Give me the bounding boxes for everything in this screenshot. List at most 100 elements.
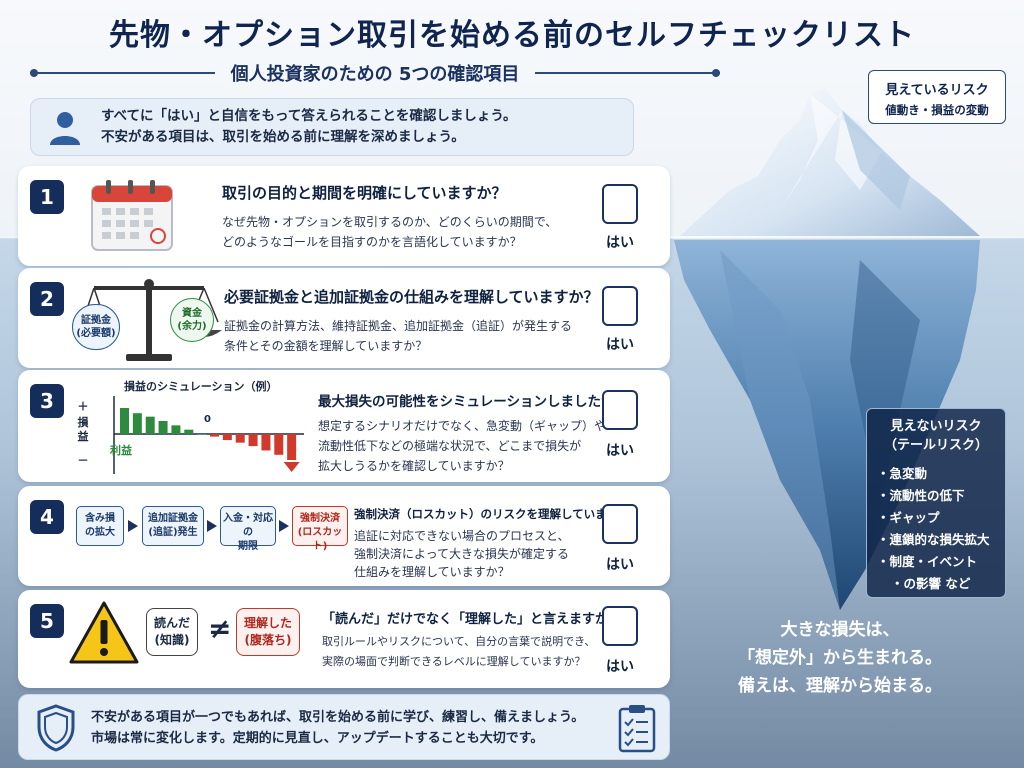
item-desc-1: 取引ルールやリスクについて、自分の言葉で説明でき、 [322, 635, 596, 648]
funds-badge: 資金 (余力) [170, 298, 214, 342]
chart-bar [171, 425, 181, 434]
margin-badge: 証拠金 (必要額) [72, 304, 120, 350]
item-desc-1: なぜ先物・オプションを取引するのか、どのくらいの期間で、 [222, 215, 558, 229]
flow-arrow-icon [128, 520, 138, 532]
shield-icon [37, 704, 75, 752]
subtitle: 個人投資家のための 5つの確認項目 [230, 64, 520, 85]
chart-bar [235, 434, 245, 443]
subtitle-row: 個人投資家のための 5つの確認項目 [30, 60, 721, 86]
clipboard-checklist-icon [618, 705, 656, 753]
chart-y-axis-label: ＋ 損益 － [77, 400, 89, 467]
hidden-risk-title: 見えないリスク [890, 419, 982, 434]
checklist-card-5: 5 読んだ (知識) ≠ 理解した (腹落ち) 「読んだ」だけでなく「理解した」… [18, 590, 670, 688]
hidden-risk-item: 連鎖的な損失拡大 [877, 529, 1005, 551]
chart-bar [145, 416, 155, 434]
checklist-card-2: 2 証拠金 (必要額) 資金 (余力) 必要証拠金と追加証拠金の仕組みを理解して… [18, 268, 670, 368]
item-number: 5 [30, 604, 64, 638]
intro-line-1: すべてに「はい」と自信をもって答えられることを確認しましょう。 [101, 108, 517, 124]
item-desc-2: 流動性低下などの極端な状況で、どこまで損失が [318, 439, 582, 453]
intro-box: すべてに「はい」と自信をもって答えられることを確認しましょう。 不安がある項目は… [30, 98, 634, 156]
item-desc-1: 証拠金の計算方法、維持証拠金、追加証拠金（追証）が発生する [224, 319, 573, 333]
yes-checkbox-4[interactable] [602, 504, 638, 544]
yes-label: はい [606, 235, 634, 251]
checklist-card-1: 1 取引の目的と期間を明確にしていますか？ なぜ先物・オプションを取引するのか、… [18, 166, 670, 266]
item-desc-3: 拡大しうるかを確認していますか？ [318, 459, 510, 473]
yes-label: はい [606, 557, 634, 573]
flow-arrow-icon [207, 520, 217, 532]
chart-bar [197, 434, 207, 435]
item-desc-2: どのようなゴールを目指すのかを言語化していますか？ [222, 235, 522, 249]
understood-badge: 理解した (腹落ち) [236, 608, 300, 656]
hidden-risk-subtitle: （テールリスク） [883, 438, 988, 453]
visible-risk-title: 見えているリスク [885, 83, 989, 98]
yes-checkbox-5[interactable] [602, 606, 638, 646]
intro-line-2: 不安がある項目は、取引を始める前に理解を深めましょう。 [101, 129, 465, 145]
flow-step-4: 強制決済(ロスカット) [292, 506, 348, 552]
yes-checkbox-2[interactable] [602, 286, 638, 326]
chart-down-arrow-icon [283, 462, 300, 472]
subtitle-divider-right [535, 69, 721, 77]
iceberg-illustration [674, 88, 980, 610]
item-desc-3: 仕組みを理解していますか？ [354, 565, 510, 579]
flow-step-2: 追加証拠金(追証)発生 [142, 506, 204, 546]
visible-risk-sub: 値動き・損益の変動 [885, 103, 989, 117]
flow-arrow-icon [279, 520, 289, 532]
item-desc-1: 想定するシナリオだけでなく、急変動（ギャップ）や [318, 419, 607, 433]
hidden-risk-item: 流動性の低下 [877, 485, 1005, 507]
item-number: 3 [30, 384, 64, 418]
item-number: 1 [30, 180, 64, 214]
chart-bar [248, 434, 258, 447]
chart-bar [132, 413, 142, 434]
hidden-risk-item: 急変動 [877, 463, 1005, 485]
item-question: 「読んだ」だけでなく「理解した」と言えますか？ [322, 612, 622, 627]
pnl-bar-chart [113, 396, 304, 474]
read-knowledge-badge: 読んだ (知識) [146, 608, 198, 656]
chart-bar [287, 434, 297, 460]
checklist-card-3: 3 損益のシミュレーション（例） ＋ 損益 － 0 利益 最大損失の可能性をシミ… [18, 370, 670, 482]
footer-line-2: 市場は常に変化します。定期的に見直し、アップデートすることも大切です。 [91, 731, 544, 746]
chart-bar [184, 429, 194, 434]
yes-checkbox-1[interactable] [602, 184, 638, 224]
checklist-card-4: 4 含み損の拡大 追加証拠金(追証)発生 入金・対応の期限 強制決済(ロスカット… [18, 486, 670, 586]
footer-line-1: 不安がある項目が一つでもあれば、取引を始める前に学び、練習し、備えましょう。 [91, 710, 585, 725]
item-number: 2 [30, 282, 64, 316]
yes-label: はい [606, 337, 634, 353]
item-desc-2: 実際の場面で判断できるレベルに理解していますか？ [322, 655, 586, 668]
chart-bar [210, 434, 219, 437]
chart-profit-label: 利益 [110, 444, 132, 457]
footer-box: 不安がある項目が一つでもあれば、取引を始める前に学び、練習し、備えましょう。 市… [18, 694, 670, 760]
chart-title: 損益のシミュレーション（例） [124, 380, 278, 393]
hidden-risk-item: ギャップ [877, 507, 1005, 529]
hidden-risk-item: 制度・イベント [877, 551, 1005, 573]
yes-label: はい [606, 659, 634, 675]
chart-bar [222, 434, 232, 441]
subtitle-divider-left [30, 69, 215, 77]
chart-bar [158, 421, 168, 434]
item-question: 必要証拠金と追加証拠金の仕組みを理解していますか？ [224, 288, 599, 306]
chart-bar [261, 434, 271, 451]
flow-step-1: 含み損の拡大 [76, 506, 124, 546]
item-desc-1: 追証に対応できない場合のプロセスと、 [354, 529, 570, 543]
hidden-risk-item: の影響 など [877, 573, 1005, 595]
item-number: 4 [30, 500, 64, 534]
not-equal-symbol: ≠ [208, 612, 232, 645]
item-question: 取引の目的と期間を明確にしていますか？ [222, 184, 507, 202]
warning-icon [69, 601, 139, 664]
calendar-icon [91, 180, 173, 251]
yes-checkbox-3[interactable] [602, 390, 638, 430]
yes-label: はい [606, 443, 634, 459]
chart-bar [274, 434, 284, 455]
hidden-risk-box: 見えないリスク （テールリスク） 急変動 流動性の低下 ギャップ 連鎖的な損失拡… [866, 408, 1006, 598]
item-desc-2: 強制決済によって大きな損失が確定する [354, 547, 570, 561]
person-icon [50, 112, 80, 145]
chart-zero-label: 0 [204, 414, 211, 425]
bottom-message: 大きな損失は、 「想定外」から生まれる。 備えは、理解から始まる。 [738, 620, 942, 696]
flow-step-3: 入金・対応の期限 [220, 506, 276, 552]
page-title: 先物・オプション取引を始める前のセルフチェックリスト [109, 18, 915, 53]
item-question: 最大損失の可能性をシミュレーションしましたか？ [318, 394, 628, 410]
hidden-risk-list: 急変動 流動性の低下 ギャップ 連鎖的な損失拡大 制度・イベント の影響 など [867, 463, 1005, 595]
item-question: 強制決済（ロスカット）のリスクを理解していますか？ [354, 507, 642, 521]
chart-bar [120, 408, 129, 434]
visible-risk-box: 見えているリスク 値動き・損益の変動 [868, 70, 1006, 124]
item-desc-2: 条件とその金額を理解していますか？ [224, 339, 428, 353]
